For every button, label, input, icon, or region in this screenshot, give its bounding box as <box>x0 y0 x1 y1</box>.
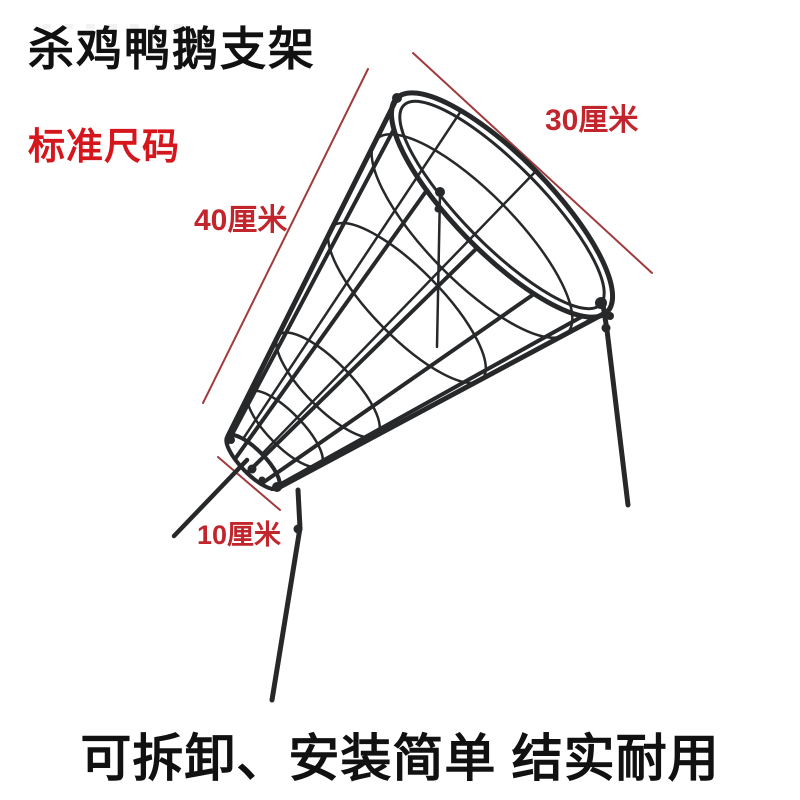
dimension-label-side-length: 40厘米 <box>194 204 288 237</box>
joint-knob <box>595 297 607 309</box>
handle-rod <box>171 457 250 539</box>
cone-back-rib <box>260 169 538 456</box>
joint-knob <box>258 476 266 484</box>
product-title: 杀鸡鸭鹅支架 <box>28 23 316 75</box>
dimension-line-10cm <box>217 456 281 511</box>
joint-knob <box>227 436 235 444</box>
rear-leg <box>600 302 631 508</box>
joint-knob <box>601 323 611 333</box>
cone-rib <box>275 309 610 491</box>
dimension-label-mouth-width: 30厘米 <box>545 104 639 137</box>
dimension-line-40cm <box>202 68 369 404</box>
dimension-line-30cm <box>412 52 653 274</box>
cone-rib <box>270 314 585 491</box>
cone-rib <box>225 95 400 439</box>
cone-rib <box>233 188 429 461</box>
joint-knob <box>434 205 442 213</box>
dimension-label-tip-width: 10厘米 <box>197 520 282 550</box>
joint-knob <box>293 524 303 534</box>
joint-knob <box>247 464 257 474</box>
joint-knob <box>272 482 282 492</box>
joint-knob <box>392 93 402 103</box>
cone-back-rib <box>241 109 463 441</box>
size-note-label: 标准尺码 <box>28 126 180 167</box>
cone-rib <box>225 127 396 446</box>
vertical-rod <box>435 190 442 349</box>
joint-knob <box>606 312 614 320</box>
cone-joints <box>227 93 614 534</box>
dimension-lines <box>202 52 653 511</box>
joint-knob <box>435 187 445 197</box>
cone-rib <box>259 292 536 486</box>
cone-wireframe <box>171 90 631 703</box>
product-tagline: 可拆卸、安装简单 结实耐用 <box>80 730 720 787</box>
watermark-remnant <box>42 24 192 29</box>
